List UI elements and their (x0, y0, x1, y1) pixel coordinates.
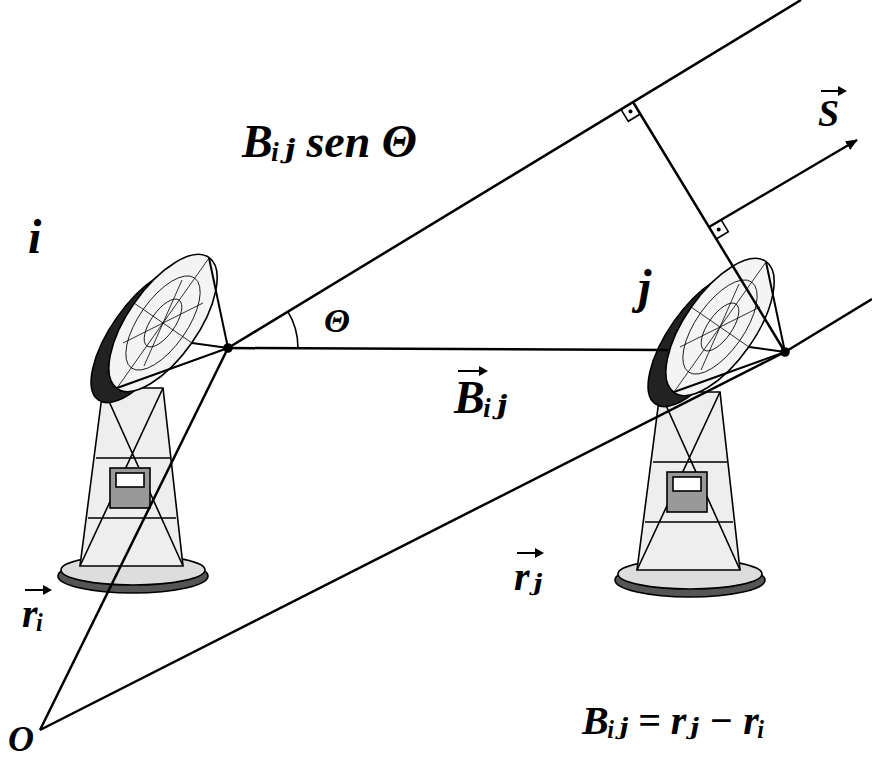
formula-label: Bᵢⱼ sen Θ (240, 118, 419, 166)
antenna-label: j (636, 262, 653, 312)
equation-label: Bᵢⱼ = rⱼ − rᵢ (580, 700, 767, 742)
vector-label: S (816, 86, 841, 134)
vector-label: Bᵢⱼ (452, 366, 509, 422)
vector-label: rᵢ (20, 585, 46, 635)
antenna-label: i (26, 212, 43, 262)
origin-label: O (6, 721, 36, 759)
angle-label: Θ (322, 303, 352, 339)
vector-label: rⱼ (512, 548, 544, 598)
